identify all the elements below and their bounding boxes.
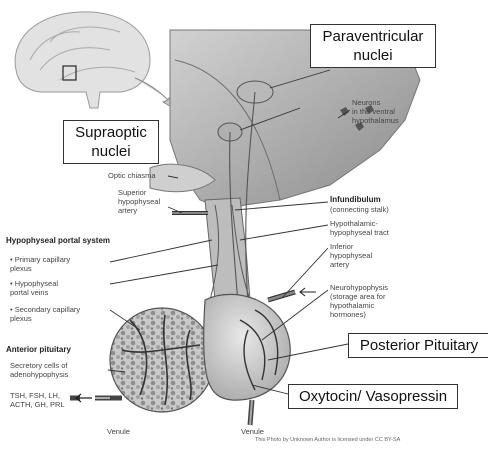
neurohypophysis-label: Neurohypophysis (storage area for hypoth… [330, 283, 388, 319]
inferior-artery-label: Inferior hypophyseal artery [330, 242, 372, 269]
venule-right-label: Venule [241, 427, 264, 436]
primary-plexus-label: • Primary capillary plexus [10, 255, 70, 273]
supraoptic-nuclei-callout: Supraoptic nuclei [63, 120, 159, 164]
infundibulum-label: Infundibulum [330, 195, 381, 204]
portal-veins-label: • Hypophyseal portal veins [10, 279, 58, 297]
infundibulum-stalk [205, 198, 250, 300]
posterior-pituitary-callout: Posterior Pituitary [348, 333, 488, 358]
inferior-artery-arrow-icon [300, 288, 316, 296]
anterior-pituitary-gland [110, 308, 214, 412]
optic-chiasma-label: Optic chiasma [108, 171, 156, 180]
brain-inset-icon [15, 12, 150, 108]
anterior-pituitary-heading: Anterior pituitary [6, 345, 71, 354]
venule-arrow-icon [76, 394, 92, 402]
venule-left-label: Venule [107, 427, 130, 436]
hormones-label: TSH, FSH, LH, ACTH, GH, PRL [10, 391, 65, 409]
paraventricular-nuclei-callout: Paraventricular nuclei [310, 24, 436, 68]
secondary-plexus-label: • Secondary capillary plexus [10, 305, 80, 323]
secretory-cells-label: Secretory cells of adenohypophysis [10, 361, 68, 379]
oxytocin-vasopressin-callout: Oxytocin/ Vasopressin [288, 384, 458, 409]
portal-system-heading: Hypophyseal portal system [6, 236, 110, 245]
image-credit[interactable]: This Photo by Unknown Author is licensed… [255, 437, 400, 443]
neurons-ventral-label: Neurons in the ventral hypothalamus [352, 98, 399, 125]
superior-artery-label: Superior hypophyseal artery [118, 188, 160, 215]
connecting-stalk-label: (connecting stalk) [330, 205, 389, 214]
hypothalamic-tract-label: Hypothalamic- hypophyseal tract [330, 219, 389, 237]
